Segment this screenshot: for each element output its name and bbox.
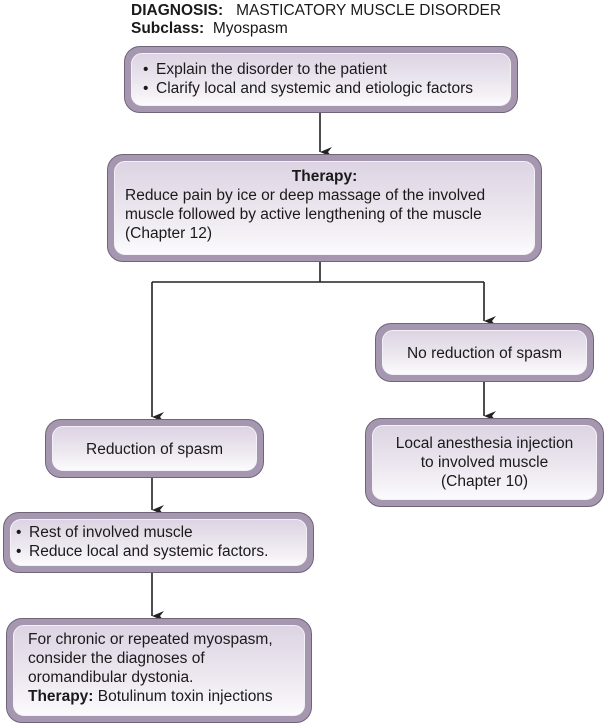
therapy-line: Reduce pain by ice or deep massage of th… — [125, 187, 486, 204]
chronic-therapy-label: Therapy: — [28, 688, 94, 705]
diagnosis-heading: DIAGNOSIS: MASTICATORY MUSCLE DISORDER — [131, 2, 501, 20]
reduction-text: Reduction of spasm — [86, 441, 223, 458]
box-rest: Rest of involved muscle Reduce local and… — [3, 512, 314, 573]
box-therapy: Therapy: Reduce pain by ice or deep mass… — [107, 154, 542, 262]
subclass-heading: Subclass: Myospasm — [131, 20, 288, 38]
therapy-title: Therapy: — [291, 168, 358, 185]
box-initial-steps: Explain the disorder to the patient Clar… — [124, 46, 518, 113]
list-item: Rest of involved muscle — [13, 523, 304, 542]
initial-steps-list: Explain the disorder to the patient Clar… — [140, 60, 502, 98]
chronic-therapy: Therapy: Botulinum toxin injections — [28, 687, 290, 706]
chronic-therapy-value: Botulinum toxin injections — [97, 688, 273, 705]
box-reduction: Reduction of spasm — [45, 419, 264, 478]
diagnosis-label: DIAGNOSIS: — [131, 2, 224, 19]
no-reduction-text: No reduction of spasm — [406, 345, 563, 362]
list-item: Clarify local and systemic and etiologic… — [140, 79, 502, 98]
box-chronic: For chronic or repeated myospasm, consid… — [6, 618, 312, 723]
rest-list: Rest of involved muscle Reduce local and… — [13, 523, 304, 561]
anesthesia-line: Local anesthesia injection — [395, 435, 574, 452]
anesthesia-line: (Chapter 10) — [440, 473, 528, 490]
chronic-line: consider the diagnoses of — [28, 650, 205, 667]
subclass-label: Subclass: — [131, 20, 205, 37]
chronic-line: For chronic or repeated myospasm, — [28, 631, 273, 648]
therapy-line: (Chapter 12) — [125, 225, 213, 242]
box-local-anesthesia: Local anesthesia injection to involved m… — [365, 418, 604, 507]
diagnosis-value: MASTICATORY MUSCLE DISORDER — [236, 2, 502, 19]
list-item: Reduce local and systemic factors. — [13, 542, 304, 561]
list-item: Explain the disorder to the patient — [140, 60, 502, 79]
box-no-reduction: No reduction of spasm — [375, 323, 594, 382]
subclass-value: Myospasm — [212, 20, 288, 37]
anesthesia-line: to involved muscle — [420, 454, 549, 471]
chronic-line: oromandibular dystonia. — [28, 669, 194, 686]
therapy-line: muscle followed by active lengthening of… — [125, 206, 482, 223]
